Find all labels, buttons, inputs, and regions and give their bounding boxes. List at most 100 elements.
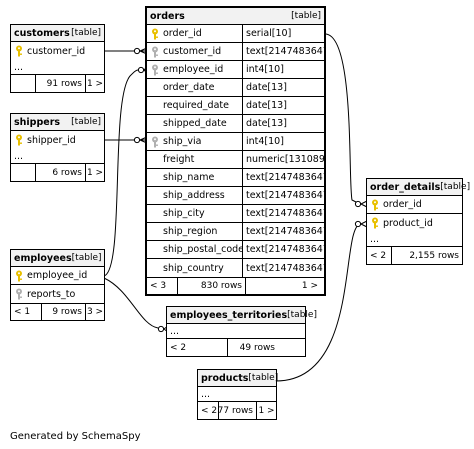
column-name-cell: employee_id — [11, 267, 104, 284]
table-tag: [table] — [71, 253, 102, 263]
table-header: shippers [table] — [11, 114, 104, 131]
column-row-customer-id[interactable]: customer_id — [11, 42, 104, 60]
footer-row-count: 77 rows — [218, 402, 256, 419]
table-tag: [table] — [71, 28, 101, 38]
table-footer: 6 rows 1 > — [11, 164, 104, 181]
foreign-key-icon — [150, 64, 160, 76]
table-header: customers [table] — [11, 25, 104, 42]
column-row-required-date[interactable]: required_date date[13] — [147, 97, 324, 115]
table-products[interactable]: products [table] ... < 2 77 rows 1 > — [197, 369, 279, 420]
column-name-cell: order_id — [367, 196, 462, 213]
primary-key-icon — [370, 217, 380, 229]
foreign-key-icon — [150, 46, 160, 58]
edge-employees-orders — [103, 69, 139, 277]
column-name-cell: freight — [147, 151, 242, 168]
table-footer: 91 rows 1 > — [11, 75, 104, 92]
column-name-cell: shipper_id — [11, 131, 104, 149]
column-name-cell: shipped_date — [147, 115, 242, 132]
column-name-cell: order_date — [147, 79, 242, 96]
column-name-cell: product_id — [367, 214, 462, 232]
column-type: text[2147483647] — [242, 205, 324, 222]
table-tag: [table] — [291, 11, 321, 21]
column-name-cell: customer_id — [11, 42, 104, 60]
edge-products-order-details — [275, 223, 361, 382]
table-footer: < 2 77 rows 1 > — [198, 402, 276, 419]
column-row-product-id[interactable]: product_id — [367, 214, 462, 232]
column-row-ship-region[interactable]: ship_region text[2147483647] — [147, 223, 324, 241]
column-row-reports-to[interactable]: reports_to — [11, 285, 104, 303]
table-customers[interactable]: customers [table] customer_id ... 91 row… — [10, 24, 105, 93]
table-header: products [table] — [198, 370, 279, 387]
column-row-employee-id[interactable]: employee_id — [11, 267, 104, 285]
column-name-cell: ship_country — [147, 259, 242, 277]
column-row-ship-city[interactable]: ship_city text[2147483647] — [147, 205, 324, 223]
primary-key-icon — [14, 134, 24, 146]
foreign-key-icon — [14, 288, 24, 300]
table-shippers[interactable]: shippers [table] shipper_id ... 6 rows 1… — [10, 113, 105, 182]
column-name: order_date — [163, 82, 215, 93]
column-name-cell: ship_name — [147, 169, 242, 186]
column-row-shipper-id[interactable]: shipper_id — [11, 131, 104, 149]
blank-icon — [150, 172, 160, 184]
footer-parents: < 1 — [14, 307, 31, 317]
table-order-details[interactable]: order_details [table] order_id product_id… — [366, 178, 470, 265]
column-name-cell: reports_to — [11, 285, 104, 303]
column-name: ship_postal_code — [163, 244, 242, 255]
table-header: orders [table] — [147, 8, 324, 25]
column-name: required_date — [163, 100, 229, 111]
column-name: ship_region — [163, 226, 218, 237]
more-columns: ... — [11, 60, 104, 75]
more-columns: ... — [367, 232, 462, 247]
table-footer: < 3 830 rows 1 > — [147, 277, 324, 294]
column-row-order-date[interactable]: order_date date[13] — [147, 79, 324, 97]
table-employees-territories[interactable]: employees_territories [table] ... < 2 49… — [166, 306, 317, 357]
column-type: text[2147483647] — [242, 259, 324, 277]
edge-orders-order-details — [324, 33, 361, 205]
column-type: serial[10] — [242, 25, 324, 42]
column-name: ship_city — [163, 208, 205, 219]
footer-row-count: 9 rows — [41, 304, 85, 320]
column-name: shipped_date — [163, 118, 227, 129]
column-name: ship_address — [163, 190, 225, 201]
column-name-cell: ship_city — [147, 205, 242, 222]
more-columns: ... — [11, 149, 104, 164]
column-type: text[2147483647] — [242, 169, 324, 186]
column-type: date[13] — [242, 97, 324, 114]
footer-children: 1 > — [85, 164, 104, 181]
footer-parents: < 3 — [150, 281, 167, 291]
table-header: employees [table] — [11, 250, 104, 267]
table-tag: [table] — [248, 373, 279, 383]
column-type: date[13] — [242, 79, 324, 96]
column-type: int4[10] — [242, 133, 324, 150]
primary-key-icon — [14, 270, 24, 282]
footer-parents: < 2 — [370, 250, 387, 261]
column-name-cell: order_id — [147, 25, 242, 42]
column-name: reports_to — [27, 288, 76, 300]
blank-icon — [150, 118, 160, 130]
column-name-cell: customer_id — [147, 43, 242, 60]
footer-parents — [11, 75, 35, 92]
column-name: employee_id — [27, 270, 88, 281]
foreign-key-icon — [150, 136, 160, 148]
blank-icon — [150, 208, 160, 220]
column-name: order_id — [383, 199, 422, 210]
column-row-order-id[interactable]: order_id — [367, 196, 462, 214]
blank-icon — [150, 226, 160, 238]
column-name: customer_id — [27, 45, 86, 57]
column-name-cell: employee_id — [147, 61, 242, 78]
table-header: order_details [table] — [367, 179, 470, 196]
footer-row-count: 91 rows — [35, 75, 85, 92]
column-type: text[2147483647] — [242, 223, 324, 240]
